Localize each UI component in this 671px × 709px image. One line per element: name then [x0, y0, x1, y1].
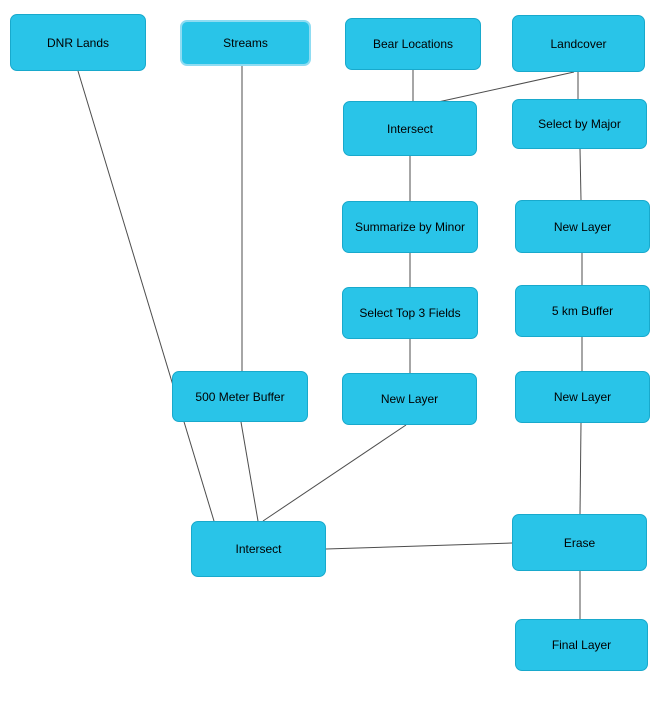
edge-select-major-new-layer-r1 [579, 148, 582, 201]
edge-landcover-intersect [437, 71, 575, 103]
node-streams[interactable]: Streams [180, 20, 311, 66]
node-summarize-by-minor[interactable]: Summarize by Minor [342, 201, 478, 253]
node-bear-locations[interactable]: Bear Locations [345, 18, 481, 70]
node-select-top-3-fields[interactable]: Select Top 3 Fields [342, 287, 478, 339]
node-erase[interactable]: Erase [512, 514, 647, 571]
node-dnr-lands[interactable]: DNR Lands [10, 14, 146, 71]
node-final-layer[interactable]: Final Layer [515, 619, 648, 671]
node-intersect-bottom[interactable]: Intersect [191, 521, 326, 577]
node-landcover[interactable]: Landcover [512, 15, 645, 72]
node-new-layer-right-2[interactable]: New Layer [515, 371, 650, 423]
edge-new-layer-mid-intersect [262, 424, 407, 522]
edge-new-layer-r2-erase [579, 422, 582, 515]
node-5km-buffer[interactable]: 5 km Buffer [515, 285, 650, 337]
edge-dnr-lands-intersect [77, 70, 215, 522]
edge-500m-buffer-intersect [240, 421, 259, 522]
edge-intersect-erase [325, 542, 513, 550]
node-new-layer-right-1[interactable]: New Layer [515, 200, 650, 253]
node-new-layer-middle[interactable]: New Layer [342, 373, 477, 425]
node-select-by-major[interactable]: Select by Major [512, 99, 647, 149]
node-500-meter-buffer[interactable]: 500 Meter Buffer [172, 371, 308, 422]
node-intersect-top[interactable]: Intersect [343, 101, 477, 156]
